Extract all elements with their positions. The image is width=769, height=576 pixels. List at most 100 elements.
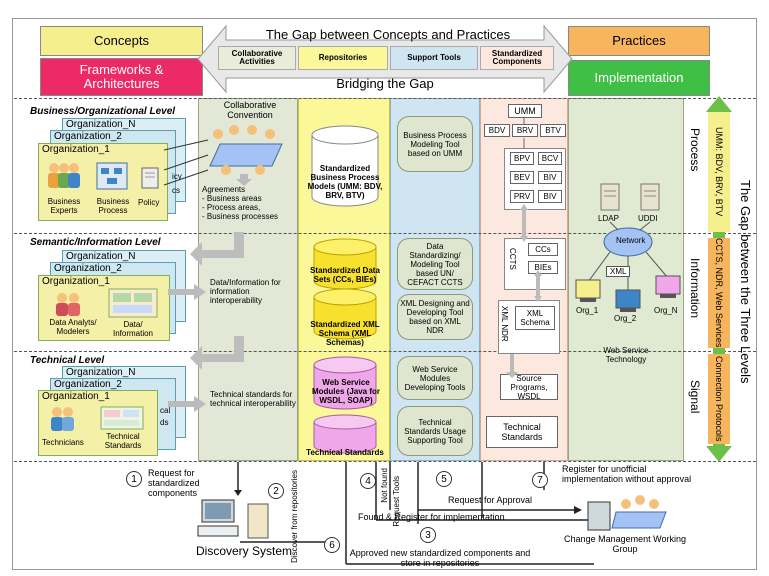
ccts-label: CCTS bbox=[508, 248, 517, 270]
step-6-text: Approved new standardized components and… bbox=[349, 548, 531, 568]
policy-label: Policy bbox=[138, 198, 160, 207]
level-semantic: Semantic/Information Level bbox=[30, 237, 161, 248]
business-experts-label: Business Experts bbox=[47, 197, 81, 215]
std-tech-standards-box: Technical Standards bbox=[486, 416, 558, 448]
ccs-box: CCs bbox=[528, 243, 558, 256]
btv-box: BTV bbox=[540, 124, 566, 137]
separator-technical bbox=[14, 351, 756, 352]
data-sets-cylinder bbox=[313, 238, 377, 290]
bp-models-label: Standardized Business Process Models (UM… bbox=[307, 164, 383, 200]
org-2-cal-fragment: cal bbox=[160, 406, 171, 415]
org-2-label: Organization_2 bbox=[54, 131, 122, 142]
org1-impl-label: Org_1 bbox=[576, 306, 599, 315]
data-analysts-label: Data Analyts/ Modelers bbox=[49, 318, 97, 336]
network-label: Network bbox=[616, 236, 646, 245]
orgn-impl-label: Org_N bbox=[654, 306, 678, 315]
business-experts-icon bbox=[48, 163, 80, 188]
step-1-circle: 1 bbox=[126, 471, 142, 487]
gap-title: The Gap between Concepts and Practices bbox=[265, 27, 511, 42]
org-1-label-technical: Organization_1 bbox=[42, 391, 110, 402]
xml-ndr-label: XML NDR bbox=[500, 306, 509, 342]
step-1-text: Request for standardized components bbox=[148, 468, 200, 498]
prv-box: PRV bbox=[510, 190, 534, 203]
bpv-box: BPV bbox=[510, 152, 534, 165]
technical-standards-icon bbox=[100, 406, 144, 430]
data-information-icon bbox=[108, 288, 158, 318]
umm-band-label: UMM: BDV, BRV, BTV bbox=[714, 127, 724, 217]
ws-modules-label: Web Service Modules (Java for WSDL, SOAP… bbox=[311, 378, 380, 405]
data-sets-label: Standardized Data Sets (CCs, BIEs) bbox=[310, 266, 380, 284]
cmwg-label: Change Management Working Group bbox=[564, 534, 686, 554]
agreement-business-areas: - Business areas bbox=[202, 194, 262, 203]
xml-schema-label: Standardized XML Schema (XML Schemas) bbox=[310, 320, 380, 347]
technicians-icon bbox=[51, 407, 74, 431]
tech-std-text: Technical standards for technical intero… bbox=[210, 390, 296, 408]
xml-schema-cylinder bbox=[313, 288, 377, 340]
step-5-circle: 5 bbox=[436, 471, 452, 487]
business-process-label: Business Process bbox=[96, 197, 130, 215]
org-2-icy-fragment: icy bbox=[172, 172, 182, 181]
org-n-label: Organization_N bbox=[66, 119, 136, 130]
ws-modules-cylinder bbox=[313, 356, 377, 410]
source-programs-box: Source Programs, WSDL bbox=[500, 374, 558, 401]
data-tool-box: Data Standardizing/ Modeling Tool based … bbox=[397, 238, 473, 290]
step-3-text: Found & Register for implementation bbox=[358, 512, 505, 522]
biv-box-1: BIV bbox=[538, 171, 562, 184]
step-4-notfound-text: Not found bbox=[380, 468, 389, 503]
separator-top bbox=[14, 98, 756, 99]
usage-tool-box: Technical Standards Usage Supporting Too… bbox=[397, 406, 473, 456]
agreements-block: Agreements - Business areas - Process ar… bbox=[202, 185, 298, 221]
data-information-label: Data/ Information bbox=[112, 320, 154, 338]
org-n-ds-fragment: ds bbox=[160, 418, 169, 427]
separator-semantic bbox=[14, 233, 756, 234]
subhead-support-tools: Support Tools bbox=[390, 46, 478, 70]
conn-band: Connection Protocols bbox=[708, 354, 730, 444]
agreement-process-areas: - Process areas, bbox=[202, 203, 261, 212]
umm-band: UMM: BDV, BRV, BTV bbox=[708, 112, 730, 232]
bies-box: BIEs bbox=[528, 261, 558, 274]
technicians-label: Technicians bbox=[42, 438, 84, 447]
meeting-icon bbox=[209, 125, 283, 175]
org-1-label: Organization_1 bbox=[42, 144, 110, 155]
bcv-box: BCV bbox=[538, 152, 562, 165]
org-2-label-semantic: Organization_2 bbox=[54, 263, 122, 274]
step-2-circle: 2 bbox=[268, 483, 284, 499]
biv-box-2: BIV bbox=[538, 190, 562, 203]
tech-standards-cylinder bbox=[313, 414, 377, 454]
side-process-label: Process bbox=[688, 128, 702, 172]
ldap-label: LDAP bbox=[598, 214, 619, 223]
uddi-label: UDDI bbox=[638, 214, 658, 223]
org2-impl-label: Org_2 bbox=[614, 314, 637, 323]
collab-link-arrows bbox=[163, 139, 209, 186]
separator-bottom bbox=[14, 461, 756, 462]
ccts-band: CCTS, NDR, Web Services bbox=[708, 238, 730, 348]
bev-box: BEV bbox=[510, 171, 534, 184]
agreements-title: Agreements bbox=[202, 185, 246, 194]
std-connector-arrows bbox=[506, 118, 542, 378]
technical-standards-org-label: Technical Standards bbox=[104, 432, 142, 450]
level-technical: Technical Level bbox=[30, 355, 105, 366]
business-process-icon bbox=[96, 162, 128, 190]
step-4-circle: 4 bbox=[360, 473, 376, 489]
org-2-label-technical: Organization_2 bbox=[54, 379, 122, 390]
discovery-system-label: Discovery System bbox=[196, 544, 293, 558]
collab-down-arrow bbox=[236, 174, 252, 186]
network-diagram bbox=[575, 221, 681, 312]
ws-tech-label: Web Service Technology bbox=[603, 346, 649, 364]
agreement-business-processes: - Business processes bbox=[202, 212, 279, 221]
level-business: Business/Organizational Level bbox=[30, 106, 176, 117]
policy-icon bbox=[141, 167, 159, 189]
implementation-box: Implementation bbox=[568, 60, 710, 96]
data-info-text: Data/Information for information interop… bbox=[210, 278, 281, 305]
data-analysts-icon bbox=[56, 293, 80, 316]
gap-three-levels-label: The Gap between the Three Levels bbox=[738, 180, 753, 384]
org-1-label-semantic: Organization_1 bbox=[42, 276, 110, 287]
cmwg-group-icon bbox=[587, 495, 667, 531]
technical-flow-arrow bbox=[190, 336, 244, 370]
step-7-circle: 7 bbox=[532, 472, 548, 488]
bridging-label: Bridging the Gap bbox=[336, 76, 434, 91]
bdv-box: BDV bbox=[484, 124, 510, 137]
frameworks-box: Frameworks & Architectures bbox=[40, 58, 203, 96]
subhead-repositories: Repositories bbox=[298, 46, 388, 70]
data-info-arrow bbox=[168, 284, 206, 300]
